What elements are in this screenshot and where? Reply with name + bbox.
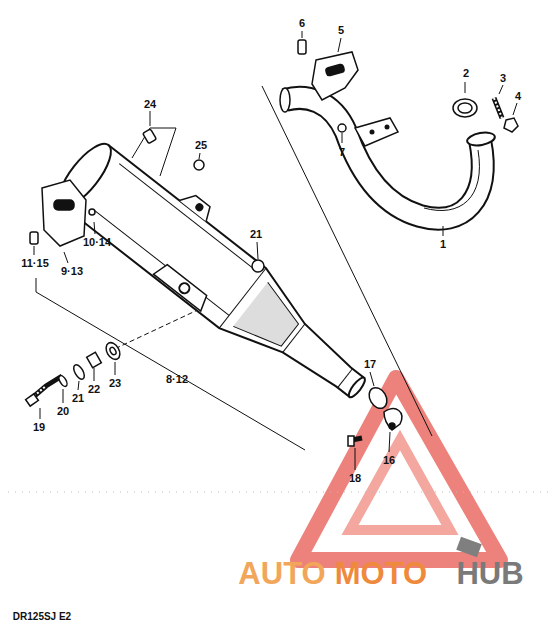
callout-number: 18 bbox=[349, 473, 361, 484]
callout-number: 11·15 bbox=[21, 258, 49, 269]
callout-number: 17 bbox=[364, 359, 376, 370]
callout-number: 5 bbox=[338, 25, 344, 36]
clamp-hardware bbox=[348, 372, 402, 470]
callout-number: 2 bbox=[463, 68, 469, 79]
watermark: MOTO bbox=[335, 558, 427, 589]
callout-number: 22 bbox=[88, 384, 100, 395]
callout-number: 20 bbox=[57, 406, 69, 417]
watermark: AUTO bbox=[238, 558, 325, 589]
muffler bbox=[51, 125, 392, 419]
mount-hardware bbox=[26, 340, 123, 419]
callout-number: 3 bbox=[500, 73, 506, 84]
watermark-triangle bbox=[298, 378, 500, 560]
bracket-lines bbox=[36, 86, 432, 450]
mount-plate bbox=[30, 111, 264, 272]
callout-number: 24 bbox=[144, 99, 156, 110]
callout-number: 6 bbox=[299, 18, 305, 29]
header-hardware bbox=[298, 31, 518, 236]
callout-number: 7 bbox=[339, 147, 345, 158]
scan-line bbox=[8, 492, 552, 493]
callout-number: 21 bbox=[72, 393, 84, 404]
header-pipe bbox=[280, 88, 496, 219]
callout-number: 25 bbox=[195, 140, 207, 151]
callout-number: 21 bbox=[250, 229, 262, 240]
drawing-code: DR125SJ E2 bbox=[13, 612, 71, 622]
callout-number: 1 bbox=[440, 239, 446, 250]
callout-number: 23 bbox=[109, 378, 121, 389]
watermark: HUB bbox=[456, 558, 523, 589]
callout-number: 16 bbox=[383, 455, 395, 466]
callout-number: 4 bbox=[515, 91, 521, 102]
callout-number: 8·12 bbox=[166, 374, 188, 385]
callout-number: 9·13 bbox=[61, 266, 83, 277]
callout-number: 19 bbox=[33, 422, 45, 433]
callout-number: 10·14 bbox=[83, 237, 111, 248]
